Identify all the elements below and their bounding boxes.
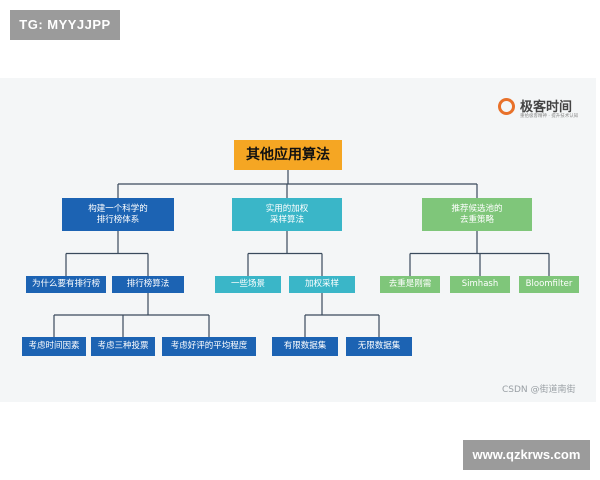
l2-node-bloomfilter: Bloomfilter <box>519 276 579 293</box>
l1-node-leaderboard: 构建一个科学的 排行榜体系 <box>62 198 174 231</box>
channel-tag: TG: MYYJJPP <box>10 10 120 40</box>
l1-node-dedup-strategy: 推荐候选池的 去重策略 <box>422 198 532 231</box>
l3-node-three-votes: 考虑三种投票 <box>91 337 155 356</box>
connector-lines <box>53 170 550 337</box>
mind-map-diagram: 极客时间 重拾极客精神 · 提升技术认知 其他应用算法 构建一个科学的 排行榜体… <box>0 78 596 402</box>
l1-node-weighted-sampling: 实用的加权 采样算法 <box>232 198 342 231</box>
csdn-watermark: CSDN @街道南街 <box>502 385 576 395</box>
l3-node-infinite-dataset: 无限数据集 <box>346 337 412 356</box>
logo-subtitle: 重拾极客精神 · 提升技术认知 <box>520 114 579 119</box>
l2-node-weighted-sample: 加权采样 <box>289 276 355 293</box>
l2-node-why-leaderboard: 为什么要有排行榜 <box>26 276 106 293</box>
l3-node-avg-rating: 考虑好评的平均程度 <box>162 337 256 356</box>
l3-node-time-factor: 考虑时间因素 <box>22 337 86 356</box>
l3-node-finite-dataset: 有限数据集 <box>272 337 338 356</box>
logo-ring-icon <box>498 98 515 115</box>
l2-node-simhash: Simhash <box>450 276 510 293</box>
logo-name: 极客时间 <box>520 100 573 115</box>
root-node: 其他应用算法 <box>234 140 342 170</box>
l2-node-dedup-need: 去重是刚需 <box>380 276 440 293</box>
site-url-box: www.qzkrws.com <box>463 440 590 470</box>
l2-node-scenarios: 一些场景 <box>215 276 281 293</box>
l2-node-leaderboard-algo: 排行榜算法 <box>112 276 184 293</box>
geektime-logo: 极客时间 重拾极客精神 · 提升技术认知 <box>498 96 588 124</box>
